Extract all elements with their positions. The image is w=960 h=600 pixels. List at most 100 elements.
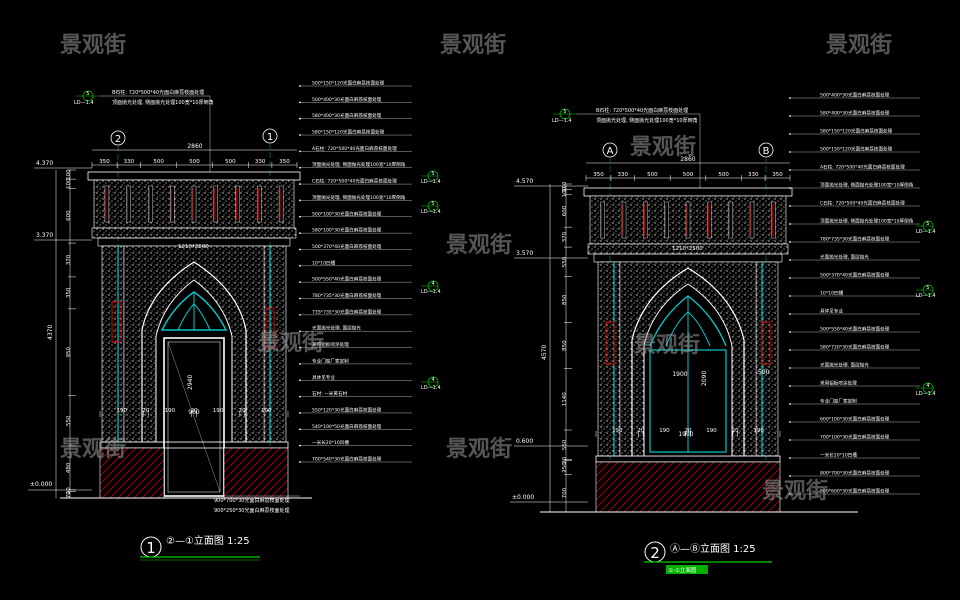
title-text: Ⓐ—Ⓑ立面图 1:25: [670, 542, 756, 555]
detail-ref-num: 4: [431, 377, 434, 383]
baluster-slot: [643, 201, 648, 239]
elevation-mark: 4.370: [34, 160, 92, 169]
leader-dot: [299, 346, 301, 349]
leader-dot: [299, 461, 301, 463]
grid-label: 2: [115, 134, 121, 145]
dim-value: 330: [255, 159, 266, 165]
dim-value: 20: [637, 428, 644, 434]
dim-value: 100: [562, 186, 568, 197]
right-pillar: [755, 261, 779, 457]
dim-value: 190: [753, 428, 764, 434]
dim-value: 190: [117, 408, 128, 414]
baluster-slot: [664, 201, 669, 239]
view-title: 2 Ⓐ—Ⓑ立面图 1:25 ②-①立面图: [644, 541, 772, 574]
callout-text: 具体见专业: [312, 374, 335, 381]
baluster-slot: [235, 185, 240, 223]
dim-value: 600: [66, 210, 72, 221]
cornice: [583, 187, 793, 197]
arch-dim: 1210*2500: [672, 246, 703, 252]
callout-text: 采用铝板喷涂处理: [820, 380, 857, 387]
elevation-mark: 3.370: [34, 232, 92, 241]
grid-bubble-a: A: [602, 142, 618, 158]
elevation-mark: 3.570: [514, 250, 588, 259]
callout-text: 500*370*40光面白麻荔枝面处理: [312, 243, 382, 250]
material-callouts: 500*150*120光面白麻荔枝面处理500*400*30光面白麻荔枝面处理5…: [299, 80, 412, 463]
callout-text: 780*735*30光面白麻荔枝面处理: [312, 292, 382, 299]
leader-dot: [789, 475, 791, 477]
leader-dot: [299, 232, 301, 235]
leader-dot: [299, 330, 301, 333]
overall-width-dim: 2860: [187, 143, 202, 150]
elevation-mark: 0.600: [514, 438, 588, 447]
callout-text: 10*10凹槽: [312, 259, 336, 266]
callout-text: 顶面抛光处理, 侧面抛光处理100宽*10厚倒角: [820, 182, 914, 189]
leader-dot: [789, 457, 791, 459]
callout-text: 600*100*30光面白麻荔枝面处理: [820, 416, 890, 423]
leader-dot: [299, 313, 301, 316]
dim-value: 70: [66, 491, 72, 498]
leader-dot: [299, 183, 301, 185]
dim-value: 350: [99, 159, 110, 165]
dim-value: 20: [562, 456, 568, 463]
baluster-slot: [126, 185, 131, 223]
grid-bubble-1: 1: [262, 128, 278, 144]
leader-dot: [789, 223, 791, 225]
leader-dot: [789, 367, 791, 369]
detail-ref-num: 5: [926, 221, 929, 227]
detail-ref-num: 5: [926, 285, 929, 291]
dim-value: 370: [66, 254, 72, 265]
overall-width-dim: 2860: [680, 156, 695, 163]
leader-dot: [789, 421, 791, 423]
dim-value: 500: [153, 159, 164, 165]
leader-dot: [789, 259, 791, 261]
title-number: 2: [650, 544, 660, 562]
watermark-text: 景观街: [762, 478, 828, 504]
callout-text: 500*400*30光面白麻荔枝面处理: [312, 96, 382, 103]
callout-text: A石柱: 720*500*40光面白麻荔枝面处理: [820, 164, 905, 171]
leader-dot: [789, 403, 791, 405]
dim-value: 500: [647, 172, 658, 178]
callout-text: 780*735*30光面白麻荔枝面处理: [820, 236, 890, 243]
callout-text: 500*100*30光面白麻荔枝面处理: [312, 210, 382, 217]
baluster-slot: [707, 201, 712, 239]
arch-dim: 1210*2500: [178, 244, 209, 250]
grid-bubble-b: B: [758, 142, 774, 158]
leader-dot: [299, 199, 301, 202]
dim-value: 500: [225, 159, 236, 165]
dim-value: 950: [66, 347, 72, 358]
callout-text: 800*700*30光面白麻荔枝面处理: [820, 470, 890, 477]
detail-ref-sheet: LD—1.4: [421, 385, 441, 391]
callout-text: 500*370*40光面白麻荔枝面处理: [820, 272, 890, 279]
baluster-slot: [104, 185, 110, 223]
baluster-slot: [685, 201, 691, 239]
leader-dot: [789, 385, 791, 387]
baluster-slot: [170, 185, 175, 223]
callout-text: 专业门窗厂家定制: [312, 357, 349, 364]
dim-value: 500: [718, 172, 729, 178]
callout-text: 580*720*30光面白麻荔枝面处理: [820, 344, 890, 351]
window-height-dim: 2090: [701, 371, 708, 386]
leader-dot: [789, 97, 791, 99]
watermark-text: 景观街: [440, 32, 506, 58]
leader-dot: [299, 215, 301, 218]
window-width-dim: 1900: [672, 371, 687, 378]
top-note-line-2: 顶面抛光处理, 侧面抛光处理100宽*10厚倒角: [112, 99, 214, 106]
elevation-label: ±0.000: [30, 481, 52, 488]
dim-value: 190: [659, 428, 670, 434]
callout-text: 500*550*40光面白麻荔枝面处理: [312, 276, 382, 283]
leader-dot: [789, 493, 791, 495]
detail-ref-sheet: LD—1.4: [74, 100, 94, 106]
wall-lamp: [761, 321, 771, 365]
detail-ref-num: 5: [563, 109, 566, 115]
callout-text: 580*150*120光面白麻荔枝面处理: [820, 128, 893, 135]
callout-text: C石柱: 720*500*40光面白麻荔枝面处理: [312, 178, 397, 185]
dim-value: 100: [66, 169, 72, 180]
leader-dot: [789, 151, 791, 153]
detail-ref-sheet: LD—1.4: [421, 289, 441, 295]
entrance-door[interactable]: [163, 337, 225, 497]
